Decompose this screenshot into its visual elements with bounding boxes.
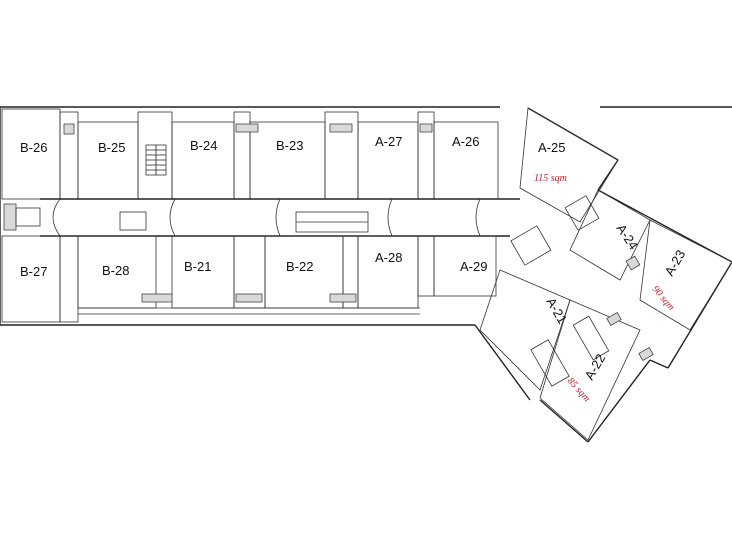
room-a24: A-24 xyxy=(614,221,642,252)
room-a28: A-28 xyxy=(375,250,402,265)
room-b24: B-24 xyxy=(190,138,217,153)
room-labels: B-26 B-25 B-24 B-23 A-27 A-26 A-25 B-27 … xyxy=(20,134,688,383)
room-a27: A-27 xyxy=(375,134,402,149)
room-a26: A-26 xyxy=(452,134,479,149)
room-a29: A-29 xyxy=(460,259,487,274)
room-b23: B-23 xyxy=(276,138,303,153)
stairs-icon-wing xyxy=(530,195,610,387)
bottom-room-walls xyxy=(1,235,497,323)
room-b22: B-22 xyxy=(286,259,313,274)
angled-wing-walls xyxy=(479,107,732,441)
area-a25: 115 sqm xyxy=(534,173,567,184)
room-b27: B-27 xyxy=(20,264,47,279)
room-b26: B-26 xyxy=(20,140,47,155)
room-b25: B-25 xyxy=(98,140,125,155)
room-a22: A-22 xyxy=(582,351,609,382)
top-room-walls xyxy=(1,108,499,200)
room-a23: A-23 xyxy=(662,247,689,278)
room-b28: B-28 xyxy=(102,263,129,278)
room-b21: B-21 xyxy=(184,259,211,274)
stairs-icon xyxy=(145,144,167,176)
room-a21: A-21 xyxy=(543,295,570,326)
corridor xyxy=(3,198,520,237)
room-a25: A-25 xyxy=(538,140,565,155)
area-a22: 85 sqm xyxy=(565,376,592,405)
